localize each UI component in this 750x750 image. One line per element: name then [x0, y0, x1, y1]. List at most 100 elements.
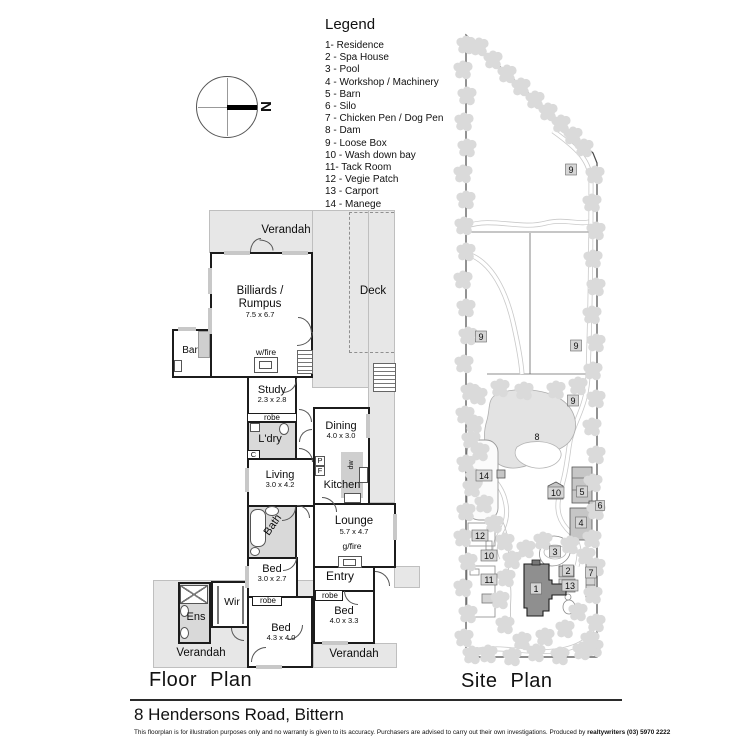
legend-item: 14 - Manege — [325, 198, 382, 210]
robe-bed3-box — [252, 596, 282, 606]
marker-loose-box: 9 — [475, 330, 487, 343]
svg-text:14: 14 — [479, 471, 489, 481]
shower — [180, 585, 208, 604]
robe-entry-box — [315, 590, 343, 601]
label-bar: Bar — [182, 345, 198, 356]
toilet — [279, 423, 289, 435]
marker-wash-down-bay: 10 — [547, 486, 565, 499]
legend-item: 9 - Loose Box — [325, 137, 387, 149]
label-study: Study 2.3 x 2.8 — [257, 384, 287, 405]
door-arc — [251, 647, 266, 662]
marker-manege: 14 — [475, 469, 493, 482]
window — [256, 665, 282, 669]
legend-item: 6 - Silo — [325, 101, 357, 113]
fence-lines — [466, 231, 596, 375]
label-gfire: g/fire — [342, 541, 362, 551]
wardrobe-rail — [217, 586, 219, 624]
wood-fireplace-inner — [259, 361, 272, 369]
label-bed2: Bed 4.0 x 3.3 — [329, 605, 359, 626]
disclaimer-text: This floorplan is for illustration purpo… — [134, 729, 588, 736]
kitchen-sink — [359, 467, 368, 483]
label-billiards: Billiards / Rumpus 7.5 x 6.7 — [236, 285, 284, 319]
label-dining: Dining 4.0 x 3.0 — [325, 420, 357, 441]
disclaimer: This floorplan is for illustration purpo… — [134, 729, 670, 736]
stove — [344, 493, 361, 503]
label-robe-entry: robe — [321, 590, 338, 600]
door-arc — [299, 429, 312, 442]
marker-loose-box: 9 — [565, 163, 577, 176]
room-billiards — [210, 252, 313, 378]
svg-text:1: 1 — [533, 584, 538, 594]
svg-text:10: 10 — [551, 488, 561, 498]
manege-shed — [496, 469, 506, 479]
entry-porch-slab — [394, 566, 420, 588]
residence-footprint — [523, 559, 567, 617]
legend-item: 13 - Carport — [325, 186, 379, 198]
label-robe-bed3: robe — [259, 596, 276, 605]
deck-dashed-outline — [349, 212, 394, 353]
deck-slab-side — [368, 210, 395, 503]
label-living: Living 3.0 x 4.2 — [265, 469, 295, 490]
svg-text:3: 3 — [552, 547, 557, 557]
label-dishwasher: dw — [348, 460, 356, 470]
legend-item: 11- Tack Room — [325, 162, 392, 174]
marker-spa-house: 2 — [562, 564, 574, 577]
window — [393, 514, 397, 540]
window — [245, 468, 249, 492]
legend-item: 1- Residence — [325, 40, 384, 51]
basin — [265, 506, 279, 516]
legend-item: 3 - Pool — [325, 64, 360, 76]
label-cupboard: C — [250, 450, 257, 459]
basin — [180, 627, 189, 639]
compass-north-needle — [227, 104, 257, 110]
marker-chicken-pen: 7 — [585, 566, 597, 579]
svg-text:9: 9 — [570, 396, 575, 406]
marker-barn: 5 — [576, 485, 588, 498]
label-bed3: Bed 4.3 x 4.0 — [266, 622, 296, 643]
marker-workshop: 4 — [575, 516, 587, 529]
window — [322, 641, 348, 645]
window — [224, 251, 250, 255]
marker-loose-box: 9 — [570, 339, 582, 352]
svg-text:4: 4 — [578, 518, 583, 528]
svg-text:6: 6 — [597, 501, 602, 511]
marker-wash-down-bay: 10 — [480, 549, 498, 562]
producer-credit: realtywriters (03) 5970 2222 — [587, 729, 671, 736]
label-bed1: Bed 3.0 x 2.7 — [257, 563, 287, 584]
svg-text:12: 12 — [475, 531, 485, 541]
svg-text:2: 2 — [565, 566, 570, 576]
toilet — [180, 605, 189, 617]
window — [208, 308, 212, 334]
label-lounge: Lounge 5.7 x 4.7 — [334, 515, 374, 536]
label-verandah-bottom-right: Verandah — [329, 648, 379, 660]
site-plan-title: Site Plan — [461, 670, 553, 692]
svg-text:9: 9 — [568, 165, 573, 175]
label-entry: Entry — [325, 569, 354, 583]
window — [245, 566, 249, 588]
svg-text:9: 9 — [478, 332, 483, 342]
svg-text:9: 9 — [573, 341, 578, 351]
toilet — [250, 547, 260, 556]
label-ensuite: Ens — [186, 611, 206, 623]
fridge-box — [315, 466, 325, 476]
divider-line — [130, 699, 622, 701]
dam-water — [514, 441, 562, 469]
marker-carport: 13 — [561, 579, 579, 592]
marker-loose-box: 9 — [567, 394, 579, 407]
label-wir: Wir — [224, 596, 240, 608]
stairs — [297, 350, 313, 374]
svg-text:11: 11 — [484, 575, 493, 585]
label-robe-study: robe — [263, 412, 280, 422]
marker-vegie-patch: 12 — [471, 529, 489, 542]
bar-cabinet — [198, 331, 210, 358]
bar-sink — [174, 360, 182, 372]
compass-circle — [196, 76, 258, 138]
svg-text:7: 7 — [588, 568, 593, 578]
legend-item: 5 - Barn — [325, 88, 361, 100]
legend-title: Legend — [325, 16, 376, 33]
marker-residence: 1 — [530, 582, 542, 595]
stairs — [373, 363, 396, 392]
label-kitchen: Kitchen — [323, 479, 361, 491]
compass: N — [196, 76, 274, 138]
pantry-box — [315, 456, 325, 466]
